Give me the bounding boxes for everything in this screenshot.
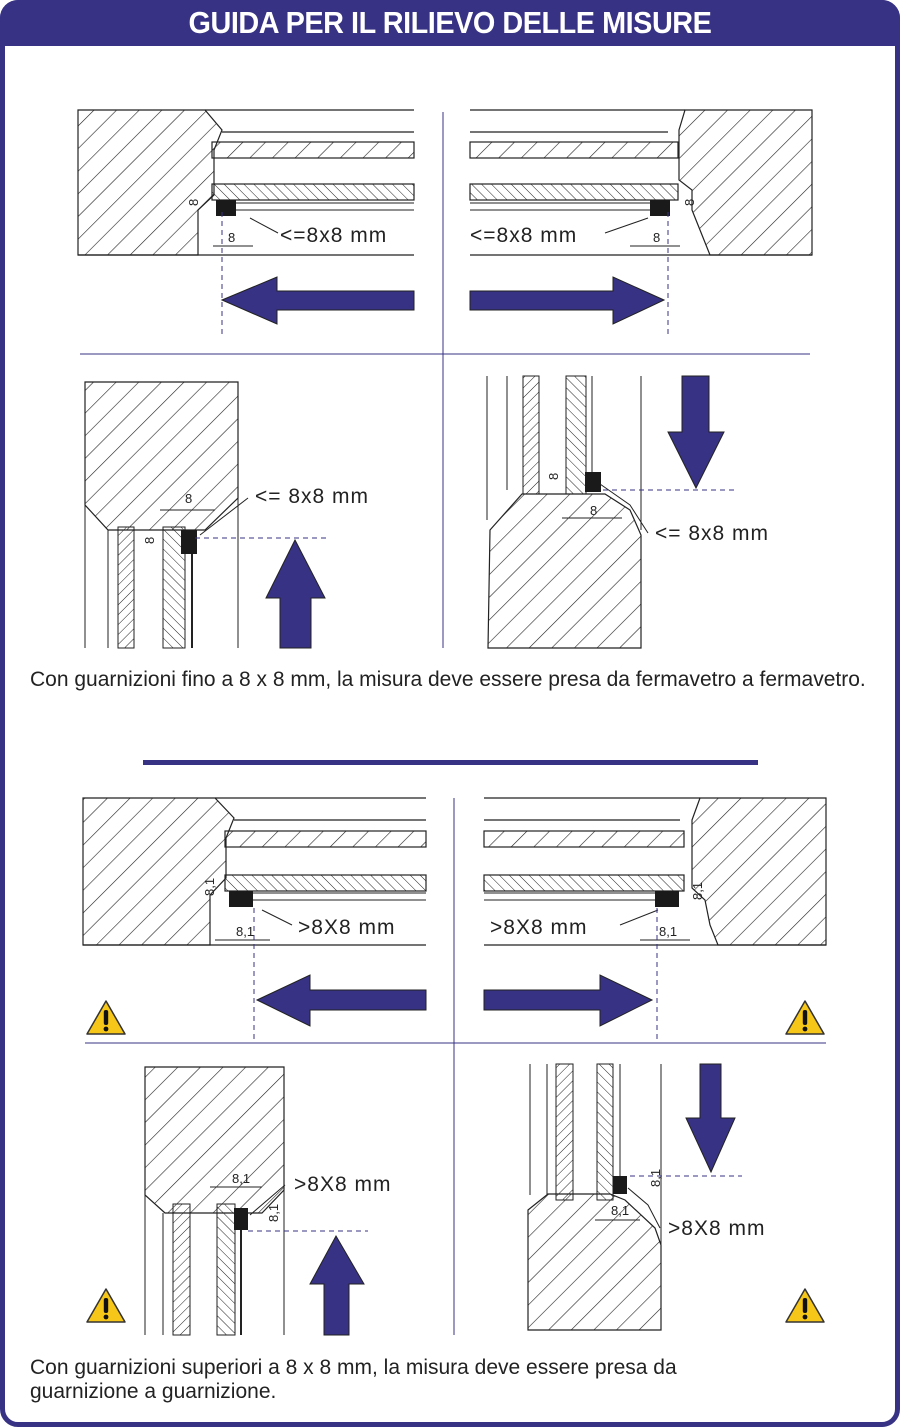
gasket: [650, 200, 670, 216]
arrow-up-icon: [265, 538, 326, 649]
svg-text:8: 8: [185, 491, 192, 506]
svg-text:8,1: 8,1: [659, 924, 677, 939]
section-divider: [143, 760, 758, 765]
arrow-down-icon: [667, 375, 725, 490]
diagram-top-left-large: 8,1 8,1 >8X8 mm: [82, 797, 427, 1040]
arrow-right-icon: [469, 276, 666, 325]
diagram-top-left-small: 8 8 <=8x8 mm: [77, 109, 415, 335]
svg-text:8,1: 8,1: [236, 924, 254, 939]
gasket: [229, 891, 253, 907]
svg-text:8,1: 8,1: [232, 1171, 250, 1186]
svg-text:8,1: 8,1: [648, 1169, 663, 1187]
warning-triangle-icon: [86, 1288, 126, 1323]
diagram-bottom-left-small: 8 8 <= 8x8 mm: [84, 381, 369, 649]
svg-text:8: 8: [682, 199, 697, 206]
arrow-up-icon: [309, 1234, 365, 1336]
svg-text:8,1: 8,1: [266, 1204, 281, 1222]
svg-text:8,1: 8,1: [202, 878, 217, 896]
gasket-size-label: >8X8 mm: [294, 1173, 391, 1196]
diagram-top-right-small: 8 8 <=8x8 mm: [469, 109, 813, 335]
warning-triangle-icon: [86, 1000, 126, 1035]
gasket-size-label: <=8x8 mm: [280, 224, 387, 247]
gasket-size-label: <= 8x8 mm: [255, 485, 369, 508]
arrow-left-icon: [255, 974, 427, 1027]
svg-text:8: 8: [653, 230, 660, 245]
gasket-size-label: >8X8 mm: [668, 1217, 765, 1240]
gasket-size-label: <=8x8 mm: [470, 224, 577, 247]
gasket-size-label: <= 8x8 mm: [655, 522, 769, 545]
diagram-bottom-left-large: 8,1 8,1 >8X8 mm: [86, 1066, 391, 1336]
gasket: [181, 530, 197, 554]
svg-text:8,1: 8,1: [611, 1203, 629, 1218]
header-bar: GUIDA PER IL RILIEVO DELLE MISURE: [0, 0, 900, 46]
svg-text:8: 8: [228, 230, 235, 245]
arrow-down-icon: [685, 1063, 736, 1174]
gasket: [585, 472, 601, 492]
svg-text:8: 8: [590, 503, 597, 518]
gasket: [613, 1176, 627, 1194]
arrow-right-icon: [483, 974, 654, 1027]
svg-text:8: 8: [142, 537, 157, 544]
warning-triangle-icon: [785, 1000, 825, 1035]
gasket: [216, 200, 236, 216]
svg-text:8: 8: [186, 199, 201, 206]
diagram-top-right-large: 8,1 8,1 >8X8 mm: [483, 797, 827, 1040]
caption-small-gaskets: Con guarnizioni fino a 8 x 8 mm, la misu…: [30, 668, 866, 691]
diagram-bottom-right-small: 8 8 <= 8x8 mm: [486, 375, 769, 649]
gasket: [655, 891, 679, 907]
warning-triangle-icon: [785, 1288, 825, 1323]
svg-text:8,1: 8,1: [690, 882, 705, 900]
svg-text:8: 8: [546, 473, 561, 480]
gasket: [234, 1208, 248, 1230]
arrow-left-icon: [220, 276, 415, 325]
gasket-size-label: >8X8 mm: [298, 916, 395, 939]
page-title: GUIDA PER IL RILIEVO DELLE MISURE: [188, 5, 712, 40]
diagram-bottom-right-large: 8,1 8,1 >8X8 mm: [527, 1063, 825, 1331]
gasket-size-label: >8X8 mm: [490, 916, 587, 939]
caption-large-gaskets: Con guarnizioni superiori a 8 x 8 mm, la…: [30, 1356, 677, 1403]
